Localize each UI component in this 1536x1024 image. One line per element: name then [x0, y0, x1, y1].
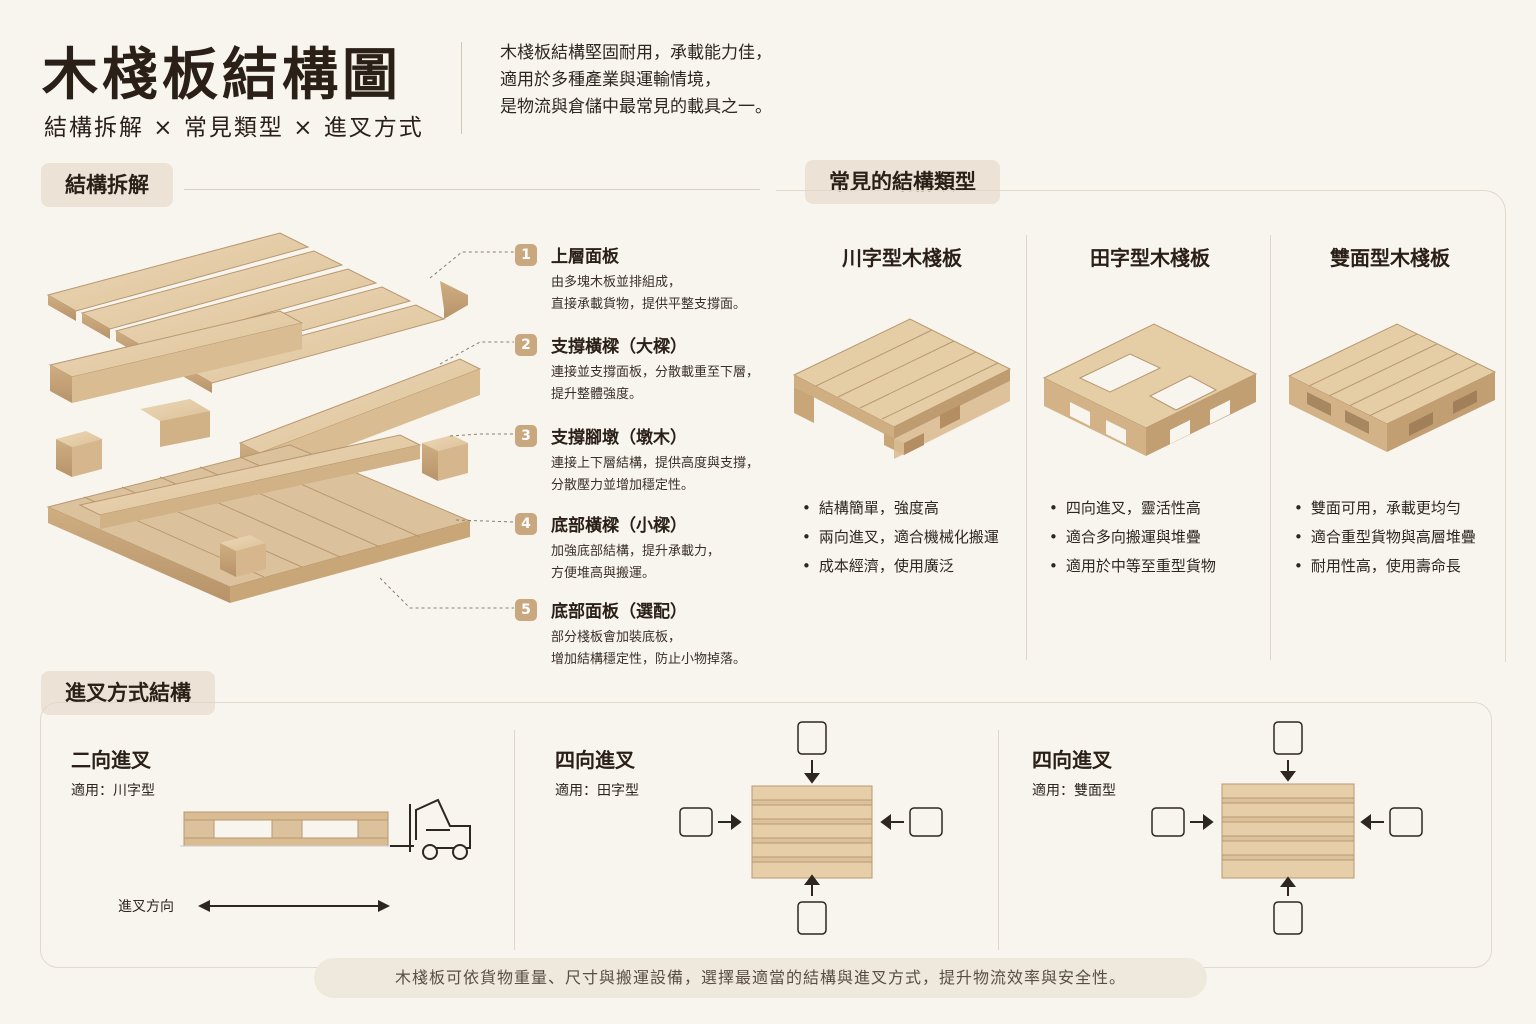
- fork-title-four-way-double: 四向進叉: [1032, 748, 1112, 772]
- step-2: 2 支撐橫樑（大樑） 連接並支撐面板，分散載重至下層，提升整體強度。: [515, 332, 775, 402]
- bottom-deck-layer: [46, 434, 472, 603]
- step-1: 1 上層面板 由多塊木板並排組成，直接承載貨物，提供平整支撐面。: [515, 242, 775, 312]
- section-tag-structure: 結構拆解: [41, 163, 173, 207]
- pallet-chuan-illustration: [792, 318, 1012, 459]
- pallet-tian-illustration: [1042, 323, 1258, 456]
- step-4: 4 底部橫樑（小樑） 加強底部結構，提升承載力，方便堆高與搬運。: [515, 511, 775, 581]
- exploded-pallet-illustration: [46, 232, 482, 603]
- header-divider: [461, 42, 462, 134]
- fork-applies-four-way-double: 適用：雙面型: [1032, 783, 1116, 799]
- section-rule: [184, 189, 760, 190]
- types-separator: [1026, 235, 1027, 660]
- section-tag-fork: 進叉方式結構: [41, 671, 215, 715]
- pallet-top-view: [1221, 783, 1355, 879]
- type-bullets-double: 雙面可用，承載更均勻適合重型貨物與高層堆疊耐用性高，使用壽命長: [1294, 494, 1476, 581]
- double-arrow-icon: [198, 900, 390, 912]
- section-tag-types: 常見的結構類型: [805, 160, 1000, 204]
- type-title-tian: 田字型木棧板: [1090, 246, 1210, 270]
- fork-separator: [998, 730, 999, 950]
- pallet-double-illustration: [1287, 323, 1497, 452]
- two-way-fork-diagram: [180, 798, 471, 860]
- forklift-top-icon: [679, 721, 943, 935]
- arrow-icon: [1190, 760, 1384, 896]
- types-panel: [776, 190, 1506, 662]
- pallet-top-view: [751, 785, 873, 879]
- fork-applies-four-way-tian: 適用：田字型: [555, 783, 639, 799]
- footer-note: 木棧板可依貨物重量、尺寸與搬運設備，選擇最適當的結構與進叉方式，提升物流效率與安…: [314, 958, 1207, 998]
- type-bullets-tian: 四向進叉，靈活性高適合多向搬運與堆疊適用於中等至重型貨物: [1049, 494, 1216, 581]
- fork-title-two-way: 二向進叉: [71, 748, 151, 772]
- types-separator: [1270, 235, 1271, 660]
- type-bullets-chuan: 結構簡單，強度高兩向進叉，適合機械化搬運成本經濟，使用廣泛: [802, 494, 999, 581]
- step-3: 3 支撐腳墩（墩木） 連接上下層結構，提供高度與支撐，分散壓力並增加穩定性。: [515, 423, 775, 493]
- page-title: 木棧板結構圖: [42, 43, 402, 108]
- forklift-icon: [390, 798, 471, 860]
- stringer-layer: [48, 310, 482, 479]
- type-title-double: 雙面型木棧板: [1330, 246, 1450, 270]
- four-way-fork-diagram-double: [1151, 721, 1423, 935]
- fork-direction-label: 進叉方向: [118, 899, 174, 915]
- leader-lines: [380, 251, 515, 609]
- fork-applies-two-way: 適用：川字型: [71, 783, 155, 799]
- step-5: 5 底部面板（選配） 部分棧板會加裝底板，增加結構穩定性，防止小物掉落。: [515, 597, 775, 667]
- fork-separator: [514, 730, 515, 950]
- intro-text: 木棧板結構堅固耐用，承載能力佳， 適用於多種產業與運輸情境， 是物流與倉儲中最常…: [500, 43, 772, 117]
- block-layer: [56, 431, 468, 481]
- type-title-chuan: 川字型木棧板: [842, 246, 962, 270]
- fork-title-four-way-tian: 四向進叉: [555, 748, 635, 772]
- four-way-fork-diagram-tian: [679, 721, 943, 935]
- arrow-icon: [718, 760, 904, 896]
- forklift-top-icon: [1151, 721, 1423, 935]
- page-subtitle: 結構拆解 × 常見類型 × 進叉方式: [44, 115, 424, 141]
